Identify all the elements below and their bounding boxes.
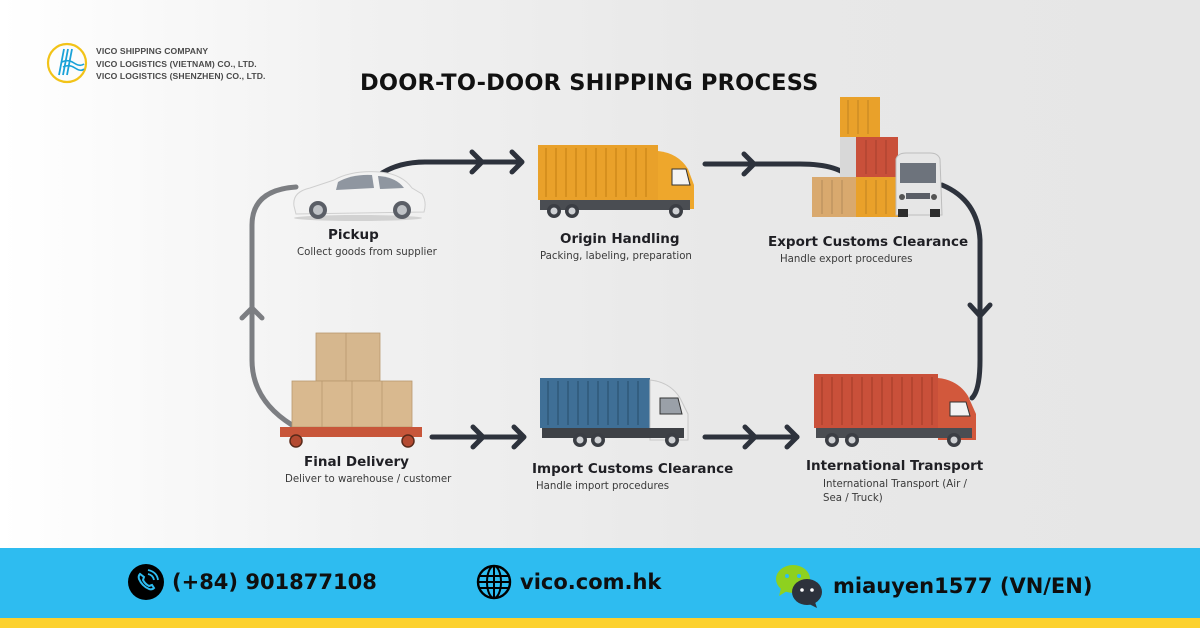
website-contact[interactable]: vico.com.hk — [476, 564, 661, 600]
company-logo: VICO SHIPPING COMPANY VICO LOGISTICS (VI… — [46, 42, 286, 86]
step-export-customs: Export Customs Clearance Handle export p… — [768, 234, 968, 265]
step-description: Collect goods from supplier — [297, 247, 437, 258]
phone-icon — [128, 564, 164, 600]
step-import-customs: Import Customs Clearance Handle import p… — [532, 461, 733, 492]
wechat-icon — [776, 565, 822, 608]
step-description: Packing, labeling, preparation — [540, 251, 692, 262]
step-international-transport: International Transport International Tr… — [806, 458, 996, 506]
page-title: DOOR-TO-DOOR SHIPPING PROCESS — [360, 70, 819, 96]
website-url: vico.com.hk — [520, 570, 662, 594]
flow-arrows — [372, 149, 993, 450]
step-pickup: Pickup Collect goods from supplier — [297, 227, 437, 258]
phone-number: (+84) 901877108 — [172, 570, 377, 594]
process-diagram — [239, 97, 993, 450]
return-arrow — [239, 184, 299, 428]
step-title: Import Customs Clearance — [532, 461, 734, 477]
step-description: International Transport (Air / Sea / Tru… — [823, 479, 967, 504]
step-final-delivery: Final Delivery Deliver to warehouse / cu… — [285, 454, 451, 485]
step-description: Deliver to warehouse / customer — [285, 474, 452, 485]
wechat-id: miauyen1577 (VN/EN) — [833, 574, 1093, 598]
logo-line-1: VICO SHIPPING COMPANY — [96, 46, 209, 56]
yellow-truck-icon — [538, 145, 694, 218]
globe-icon — [476, 564, 512, 600]
red-truck-icon — [814, 374, 976, 447]
blue-truck-icon — [540, 378, 689, 447]
step-description: Handle import procedures — [536, 481, 670, 492]
footer-accent-strip — [0, 618, 1200, 628]
step-title: Origin Handling — [560, 231, 680, 247]
step-title: Export Customs Clearance — [768, 234, 969, 250]
vico-logo-icon — [46, 42, 88, 84]
step-origin-handling: Origin Handling Packing, labeling, prepa… — [540, 231, 692, 262]
logo-line-2: VICO LOGISTICS (VIETNAM) CO., LTD. — [96, 58, 257, 69]
car-icon — [293, 171, 426, 221]
contact-footer: (+84) 901877108 vico.com.hk miauyen1577 … — [0, 548, 1200, 618]
step-description: Handle export procedures — [780, 254, 913, 265]
step-title: Pickup — [328, 227, 379, 243]
containers-van-icon — [812, 97, 943, 217]
phone-contact[interactable]: (+84) 901877108 — [128, 564, 377, 600]
step-title: International Transport — [806, 458, 984, 474]
logo-line-3: VICO LOGISTICS (SHENZHEN) CO., LTD. — [96, 71, 266, 81]
wechat-contact[interactable]: miauyen1577 (VN/EN) — [775, 564, 1092, 608]
boxes-cart-icon — [280, 332, 422, 448]
step-title: Final Delivery — [304, 454, 409, 470]
